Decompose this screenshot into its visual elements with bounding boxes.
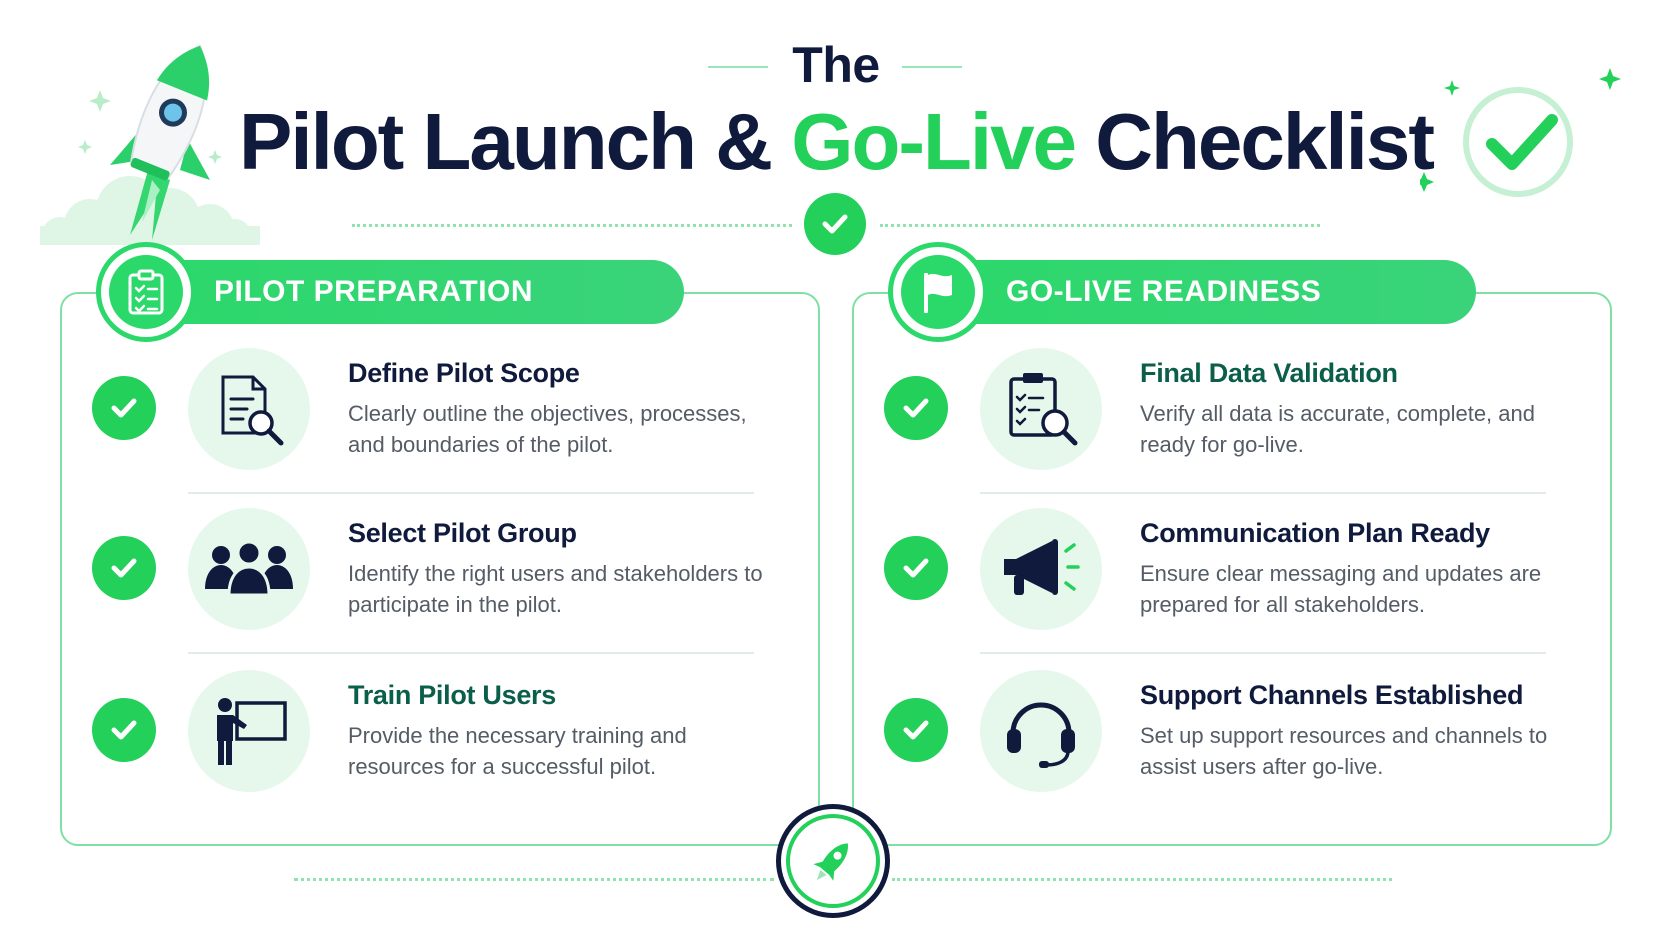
item-title: Define Pilot Scope bbox=[348, 358, 580, 388]
list-item: Train Pilot Users Provide the necessary … bbox=[62, 656, 822, 816]
item-description: Provide the necessary training and resou… bbox=[348, 723, 687, 779]
presenter-board-icon bbox=[188, 670, 310, 792]
divider-dots-right bbox=[880, 224, 1320, 227]
item-title: Final Data Validation bbox=[1140, 358, 1398, 388]
item-title: Support Channels Established bbox=[1140, 680, 1524, 710]
item-divider bbox=[980, 652, 1546, 654]
page-title: Pilot Launch & Go-Live Checklist bbox=[0, 96, 1672, 188]
check-icon bbox=[92, 698, 156, 762]
divider-dots-left bbox=[352, 224, 792, 227]
list-item: Support Channels Established Set up supp… bbox=[854, 656, 1614, 816]
panel-pilot-preparation: PILOT PREPARATION Define Pilot Sco bbox=[60, 242, 822, 846]
check-icon bbox=[92, 376, 156, 440]
panel-heading: GO-LIVE READINESS bbox=[1006, 275, 1322, 308]
group-users-icon bbox=[188, 508, 310, 630]
item-title: Select Pilot Group bbox=[348, 518, 577, 548]
rocket-icon bbox=[30, 30, 270, 253]
panel-heading: PILOT PREPARATION bbox=[214, 275, 534, 308]
panel-heading-bar: GO-LIVE READINESS bbox=[914, 260, 1476, 324]
document-search-icon bbox=[188, 348, 310, 470]
title-part-2: Checklist bbox=[1075, 97, 1435, 186]
panel-heading-bar: PILOT PREPARATION bbox=[122, 260, 684, 324]
list-item: Final Data Validation Verify all data is… bbox=[854, 334, 1614, 494]
bottom-dots-right bbox=[892, 878, 1392, 881]
item-divider bbox=[188, 652, 754, 654]
flag-icon bbox=[888, 242, 988, 342]
megaphone-icon bbox=[980, 508, 1102, 630]
check-icon bbox=[884, 536, 948, 600]
title-line-right bbox=[902, 66, 962, 68]
item-divider bbox=[188, 492, 754, 494]
title-line-left bbox=[708, 66, 768, 68]
item-title: Communication Plan Ready bbox=[1140, 518, 1490, 548]
clipboard-search-icon bbox=[980, 348, 1102, 470]
item-description: Identify the right users and stakeholder… bbox=[348, 561, 763, 617]
rocket-badge-icon bbox=[776, 804, 890, 918]
pre-title: The bbox=[792, 37, 880, 93]
item-divider bbox=[980, 492, 1546, 494]
title-part-1: Pilot Launch & bbox=[239, 97, 792, 186]
list-item: Select Pilot Group Identify the right us… bbox=[62, 494, 822, 654]
check-icon bbox=[92, 536, 156, 600]
check-circle-icon bbox=[1383, 60, 1640, 220]
item-description: Verify all data is accurate, complete, a… bbox=[1140, 401, 1535, 457]
list-item: Define Pilot Scope Clearly outline the o… bbox=[62, 334, 822, 494]
item-title: Train Pilot Users bbox=[348, 680, 556, 710]
item-description: Ensure clear messaging and updates are p… bbox=[1140, 561, 1542, 617]
panel-go-live-readiness: GO-LIVE READINESS Final Data Validation bbox=[852, 242, 1614, 846]
title-accent: Go-Live bbox=[791, 97, 1077, 186]
check-icon bbox=[884, 376, 948, 440]
bottom-dots-left bbox=[294, 878, 774, 881]
headset-icon bbox=[980, 670, 1102, 792]
list-item: Communication Plan Ready Ensure clear me… bbox=[854, 494, 1614, 654]
check-icon bbox=[884, 698, 948, 762]
item-description: Clearly outline the objectives, processe… bbox=[348, 401, 747, 457]
check-badge-icon bbox=[804, 193, 866, 255]
clipboard-checklist-icon bbox=[96, 242, 196, 342]
item-description: Set up support resources and channels to… bbox=[1140, 723, 1548, 779]
